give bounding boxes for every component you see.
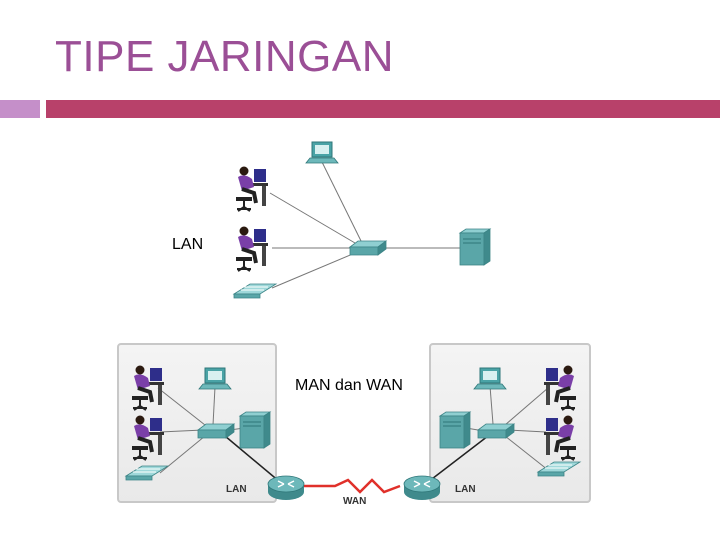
lan-workstation-icon [234, 224, 270, 273]
lan-server-icon [459, 228, 491, 266]
right-router-icon [403, 475, 441, 501]
lan-ip-phone-icon [233, 283, 277, 299]
lan-switch-icon [349, 240, 387, 256]
lan-diagram [233, 141, 491, 299]
man-wan-caption: MAN dan WAN [295, 377, 403, 394]
wan-link-label: WAN [343, 496, 366, 507]
lan-workstation-icon [234, 164, 270, 213]
title-accent-bar [46, 100, 720, 118]
right-lan-server-icon [439, 411, 471, 449]
wan-link [298, 478, 401, 494]
right-lan-label: LAN [455, 484, 476, 495]
left-lan-server-icon [239, 411, 271, 449]
wan-diagram: LAN LAN WAN [117, 343, 591, 507]
right-lan-switch-icon [477, 423, 515, 439]
title-accent-bar-small [0, 100, 40, 118]
left-lan-switch-icon [197, 423, 235, 439]
lan-laptop-icon [305, 141, 339, 164]
slide-title: TIPE JARINGAN [55, 32, 394, 81]
lan-caption: LAN [172, 236, 204, 253]
left-lan-label: LAN [226, 484, 247, 495]
left-router-icon [267, 475, 305, 501]
